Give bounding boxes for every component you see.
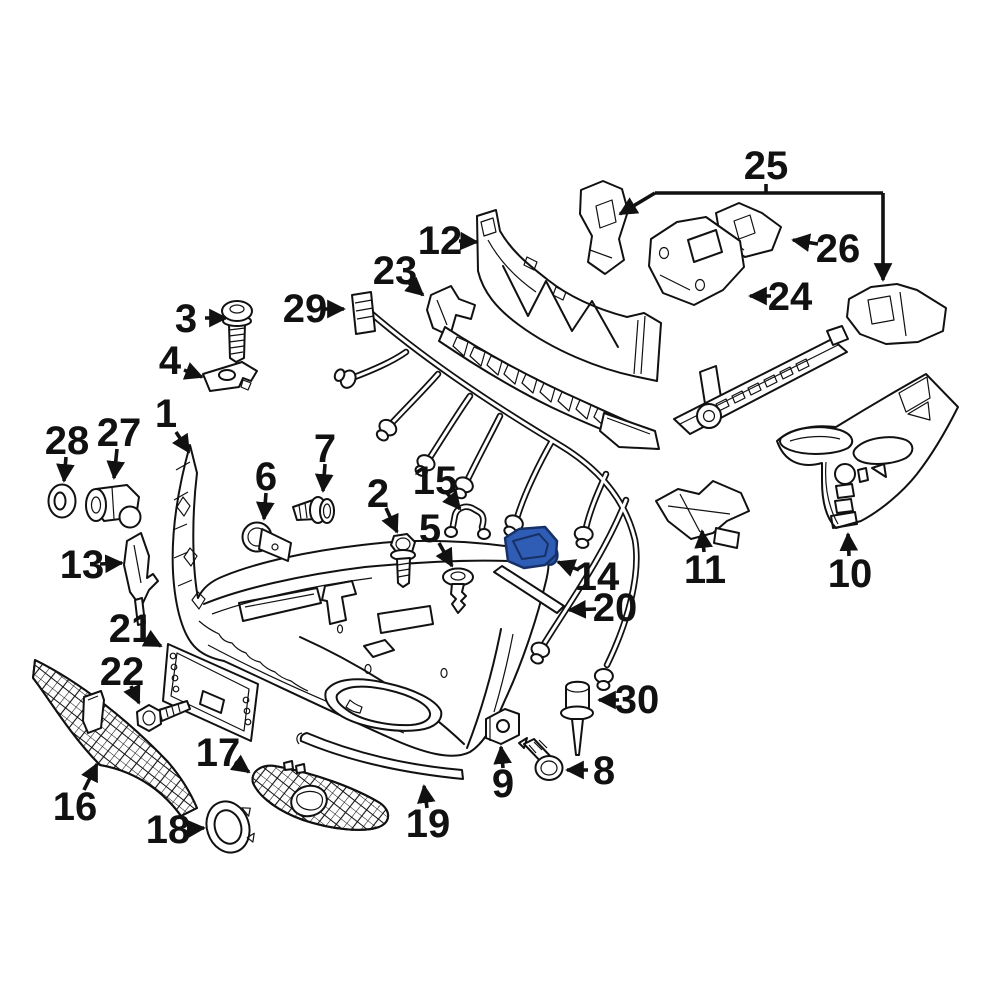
callout-number-7: 7 xyxy=(314,427,336,471)
callout-number-28: 28 xyxy=(45,419,90,463)
callout-arrow-12 xyxy=(458,231,479,251)
callout-arrow-4 xyxy=(182,362,204,380)
callout-number-21: 21 xyxy=(109,607,154,651)
callout-number-5: 5 xyxy=(419,507,441,551)
callout-number-27: 27 xyxy=(97,411,142,455)
part-24-bracket xyxy=(648,216,745,306)
callout-arrow-11 xyxy=(694,529,713,553)
harness-connector xyxy=(571,524,595,551)
callout-number-18: 18 xyxy=(146,808,191,852)
callout-arrow-22 xyxy=(123,683,141,705)
part-1-bumper-cover xyxy=(171,444,550,757)
callout-number-8: 8 xyxy=(593,749,615,793)
callout-number-1: 1 xyxy=(155,392,177,436)
callout-arrow-6 xyxy=(255,492,275,521)
part-7-bolt xyxy=(292,496,335,524)
callout-arrow-9 xyxy=(493,745,512,769)
callout-arrow-18 xyxy=(186,819,206,839)
part-22-bolt xyxy=(136,700,191,732)
callout-arrow-19 xyxy=(417,784,436,809)
callout-number-19: 19 xyxy=(406,802,451,846)
callout-number-22: 22 xyxy=(100,650,145,694)
callout-number-4: 4 xyxy=(159,339,182,383)
part-10-closing-panel xyxy=(776,373,959,529)
callout-number-30: 30 xyxy=(615,678,660,722)
callout-number-15: 15 xyxy=(413,459,458,503)
part-12-upper-absorber xyxy=(476,209,662,382)
part-29-connector xyxy=(351,291,376,335)
callout-arrow-21 xyxy=(141,629,163,648)
part-19-trim-strip xyxy=(296,732,464,780)
callout-arrow-17 xyxy=(229,754,251,774)
part-21-license-bracket xyxy=(162,643,259,742)
part-28-grommet xyxy=(47,483,77,519)
part-20-molding xyxy=(493,565,565,614)
callout-number-14: 14 xyxy=(575,555,620,599)
callout-arrow-16 xyxy=(81,762,99,791)
callout-number-13: 13 xyxy=(60,543,105,587)
callout-arrow-7 xyxy=(314,463,334,493)
lower-crossbeam xyxy=(673,325,849,435)
callout-arrow-25 xyxy=(618,191,656,216)
part-3-screw xyxy=(221,300,253,363)
part-9-clip-nut xyxy=(485,708,520,745)
part-15-u-bracket xyxy=(444,503,491,540)
part-25-bracket-right xyxy=(846,283,947,345)
callout-arrow-27 xyxy=(106,448,126,480)
part-2-bolt xyxy=(390,533,416,588)
callout-arrow-1 xyxy=(171,431,191,454)
callout-arrow-23 xyxy=(404,276,425,297)
callout-number-12: 12 xyxy=(418,219,463,263)
callout-arrow-10 xyxy=(839,532,859,557)
lower-absorber-band xyxy=(438,326,660,450)
part-27-sensor xyxy=(85,484,142,529)
callout-number-6: 6 xyxy=(255,455,277,499)
callout-arrow-15 xyxy=(442,490,462,511)
part-30-pin xyxy=(560,680,594,756)
part-8-bolt xyxy=(518,737,564,781)
callout-number-25: 25 xyxy=(744,144,789,188)
callout-number-3: 3 xyxy=(175,297,197,341)
callout-arrow-2 xyxy=(381,507,399,534)
wiring-harness xyxy=(330,310,640,692)
part-25-bracket-left xyxy=(579,180,629,275)
callout-arrow-20 xyxy=(567,600,597,619)
part-5-clip xyxy=(442,567,474,614)
callout-number-10: 10 xyxy=(828,552,873,596)
callout-number-11: 11 xyxy=(684,548,726,592)
part-23-bracket xyxy=(426,285,476,337)
callout-arrow-26 xyxy=(791,233,819,252)
harness-connector xyxy=(593,667,615,692)
part-13-bracket xyxy=(123,532,159,626)
part-18-trim-ring xyxy=(205,800,255,854)
callout-arrow-28 xyxy=(56,456,75,483)
part-6-socket xyxy=(241,521,292,562)
callout-number-23: 23 xyxy=(373,249,418,293)
callout-number-2: 2 xyxy=(367,472,389,516)
callout-arrow-5 xyxy=(435,542,454,568)
part-11-bracket xyxy=(655,480,750,549)
part-17-fog-grille xyxy=(251,760,390,831)
callout-number-29: 29 xyxy=(283,287,328,331)
part-14-tow-cover-highlighted xyxy=(503,525,559,570)
callout-number-9: 9 xyxy=(492,762,514,806)
callout-number-16: 16 xyxy=(53,785,98,829)
part-16-center-grille xyxy=(32,659,198,817)
callout-arrow-14 xyxy=(556,559,580,577)
callout-number-26: 26 xyxy=(816,227,861,271)
callout-arrow-13 xyxy=(99,554,124,574)
callout-number-20: 20 xyxy=(593,586,638,630)
harness-connector xyxy=(330,364,360,392)
part-4-bracket xyxy=(202,361,258,392)
callout-number-24: 24 xyxy=(768,275,813,319)
callout-number-17: 17 xyxy=(196,731,241,775)
